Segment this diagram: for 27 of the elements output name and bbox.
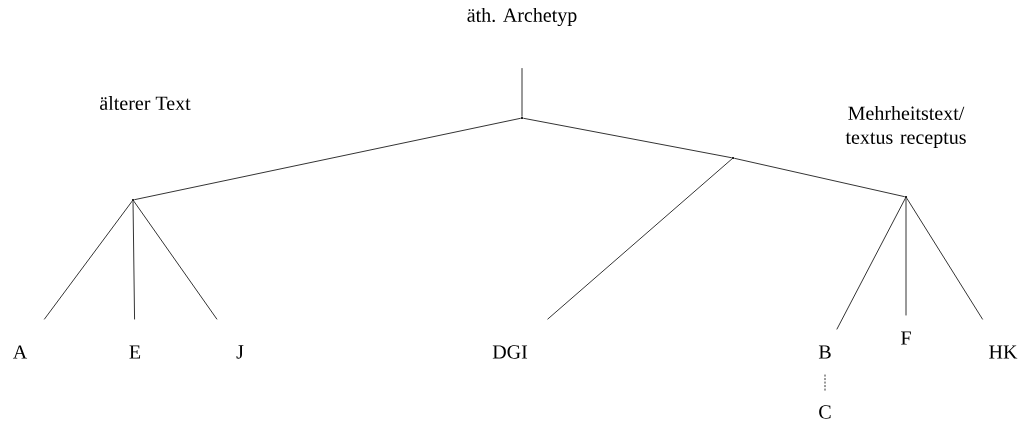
witness-label: E	[129, 345, 141, 359]
branch-label: Mehrheitstext/ textus receptus	[845, 105, 966, 149]
branch-point	[131, 198, 135, 202]
witness-label: äth. Archetyp	[467, 7, 577, 27]
branch-point	[731, 156, 735, 160]
witness-label: B	[818, 345, 831, 359]
stemma-line	[522, 117, 733, 159]
stemma-line	[133, 200, 218, 320]
witness-label: J	[236, 345, 244, 359]
branch-point	[520, 116, 524, 120]
branch-label: älterer Text	[100, 95, 191, 111]
stemma-line	[836, 197, 906, 330]
stemma-line	[547, 158, 733, 320]
stemma-line	[905, 197, 907, 316]
stemma-line	[733, 157, 906, 198]
branch-point	[904, 195, 908, 199]
witness-label: DGI	[492, 345, 528, 359]
stemma-line	[521, 67, 523, 118]
witness-label: HK	[989, 345, 1018, 359]
stemma-line	[906, 197, 984, 320]
witness-label: A	[12, 345, 28, 359]
stemma-line	[133, 117, 522, 201]
witness-label: C	[819, 405, 831, 419]
witness-label: F	[901, 331, 911, 345]
stemma-line	[824, 374, 826, 392]
stemma-line	[132, 200, 135, 320]
stemma-line	[43, 200, 133, 320]
